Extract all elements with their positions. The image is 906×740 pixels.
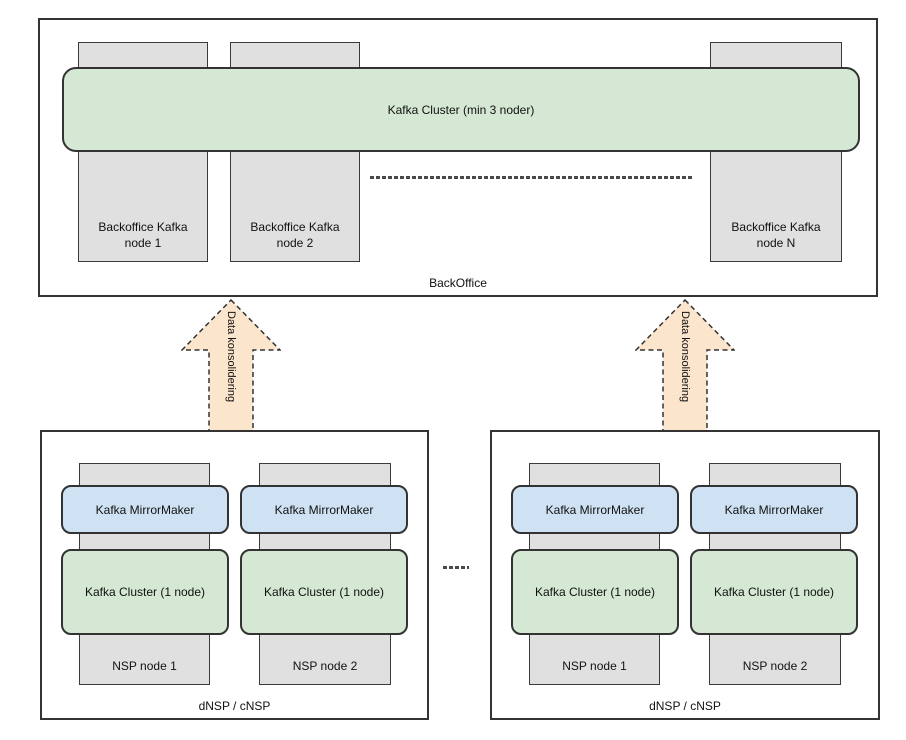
kafka-cluster-pill: Kafka Cluster (1 node)	[511, 549, 679, 635]
kafka-cluster-pill: Kafka Cluster (1 node)	[690, 549, 858, 635]
backoffice-group-label: BackOffice	[429, 276, 487, 290]
node-label-line1: Backoffice Kafka	[731, 220, 821, 234]
node-label-line1: Backoffice Kafka	[98, 220, 188, 234]
mirrormaker-label: Kafka MirrorMaker	[274, 502, 374, 517]
node-label: NSP node 2	[292, 659, 358, 673]
kafka-mirrormaker-pill: Kafka MirrorMaker	[61, 485, 229, 534]
nsp-group-label: dNSP / cNSP	[198, 699, 271, 713]
up-arrow-icon	[181, 299, 281, 430]
nsp-group-label: dNSP / cNSP	[649, 699, 721, 713]
cluster-label: Kafka Cluster (1 node)	[534, 585, 656, 599]
data-consolidation-arrow-left: Data konsolidering	[181, 299, 281, 430]
cluster-label: Kafka Cluster (1 node)	[713, 585, 835, 599]
kafka-mirrormaker-pill: Kafka MirrorMaker	[240, 485, 408, 534]
data-consolidation-arrow-right: Data konsolidering	[635, 299, 735, 430]
arrow-label: Data konsolidering	[225, 311, 237, 403]
node-label-line2: node 1	[124, 236, 162, 250]
backoffice-group: Backoffice Kafka node 1 Backoffice Kafka…	[38, 18, 878, 297]
group-ellipsis-dots	[443, 566, 469, 569]
node-label-line2: node 2	[276, 236, 314, 250]
mirrormaker-label: Kafka MirrorMaker	[545, 502, 645, 517]
kafka-mirrormaker-pill: Kafka MirrorMaker	[511, 485, 679, 534]
kafka-cluster-pill: Kafka Cluster (1 node)	[240, 549, 408, 635]
kafka-cluster-bar: Kafka Cluster (min 3 noder)	[62, 67, 860, 152]
node-ellipsis-dots	[370, 176, 693, 179]
mirrormaker-label: Kafka MirrorMaker	[724, 502, 824, 517]
node-label: NSP node 2	[742, 659, 808, 673]
cluster-label: Kafka Cluster (1 node)	[84, 585, 206, 599]
kafka-cluster-bar-label: Kafka Cluster (min 3 noder)	[387, 102, 535, 117]
node-label: NSP node 1	[112, 659, 177, 673]
nsp-group-left: NSP node 1 NSP node 2 Kafka MirrorMaker …	[40, 430, 429, 720]
nsp-group-right: NSP node 1 NSP node 2 Kafka MirrorMaker …	[490, 430, 880, 720]
node-label: NSP node 1	[562, 659, 627, 673]
mirrormaker-label: Kafka MirrorMaker	[95, 502, 195, 517]
cluster-label: Kafka Cluster (1 node)	[263, 585, 385, 599]
kafka-mirrormaker-pill: Kafka MirrorMaker	[690, 485, 858, 534]
node-label-line2: node N	[756, 236, 796, 250]
node-label-line1: Backoffice Kafka	[250, 220, 340, 234]
kafka-cluster-pill: Kafka Cluster (1 node)	[61, 549, 229, 635]
up-arrow-icon	[635, 299, 735, 430]
arrow-label: Data konsolidering	[679, 311, 691, 403]
